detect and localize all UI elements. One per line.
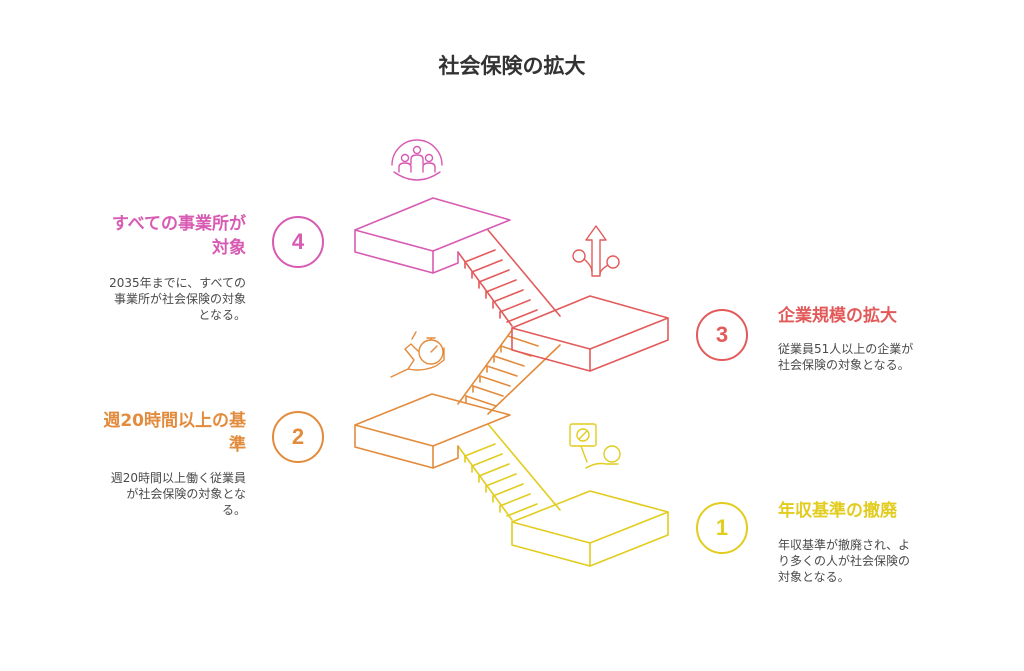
stairs-4-to-3 [457, 229, 561, 327]
growth-tree-arrow-icon [572, 225, 620, 277]
step-2-description: 週20時間以上働く従業員 が社会保険の対象とな る。 [110, 471, 246, 517]
step-1-heading: 年収基準の撤廃 [778, 501, 897, 521]
platform-2 [354, 393, 511, 469]
stopwatch-hand-icon [390, 331, 445, 378]
stairs-3-to-2 [457, 329, 561, 415]
platform-3 [511, 295, 669, 372]
people-group-icon [391, 139, 443, 181]
step-3-description: 従業員51人以上の企業が 社会保険の対象となる。 [778, 342, 914, 372]
step-1-description: 年収基準が撤廃され、よ り多くの人が社会保険の 対象となる。 [778, 538, 911, 584]
step-4-description: 2035年までに、すべての 事業所が社会保険の対象 となる。 [109, 276, 246, 322]
step-4-number-badge: 4 [272, 216, 324, 268]
step-2-heading: 週20時間以上の基 準 [103, 411, 246, 455]
no-income-limit-icon [569, 423, 621, 469]
step-2-number-badge: 2 [272, 411, 324, 463]
page-title: 社会保険の拡大 [438, 54, 586, 78]
step-3-heading: 企業規模の拡大 [778, 306, 897, 326]
step-1-number-badge: 1 [696, 502, 748, 554]
step-3-number-badge: 3 [696, 309, 748, 361]
platform-4 [354, 197, 511, 274]
step-4-heading: すべての事業所が 対象 [111, 214, 246, 258]
platform-1 [511, 490, 669, 567]
stairs-2-to-1 [457, 423, 561, 521]
